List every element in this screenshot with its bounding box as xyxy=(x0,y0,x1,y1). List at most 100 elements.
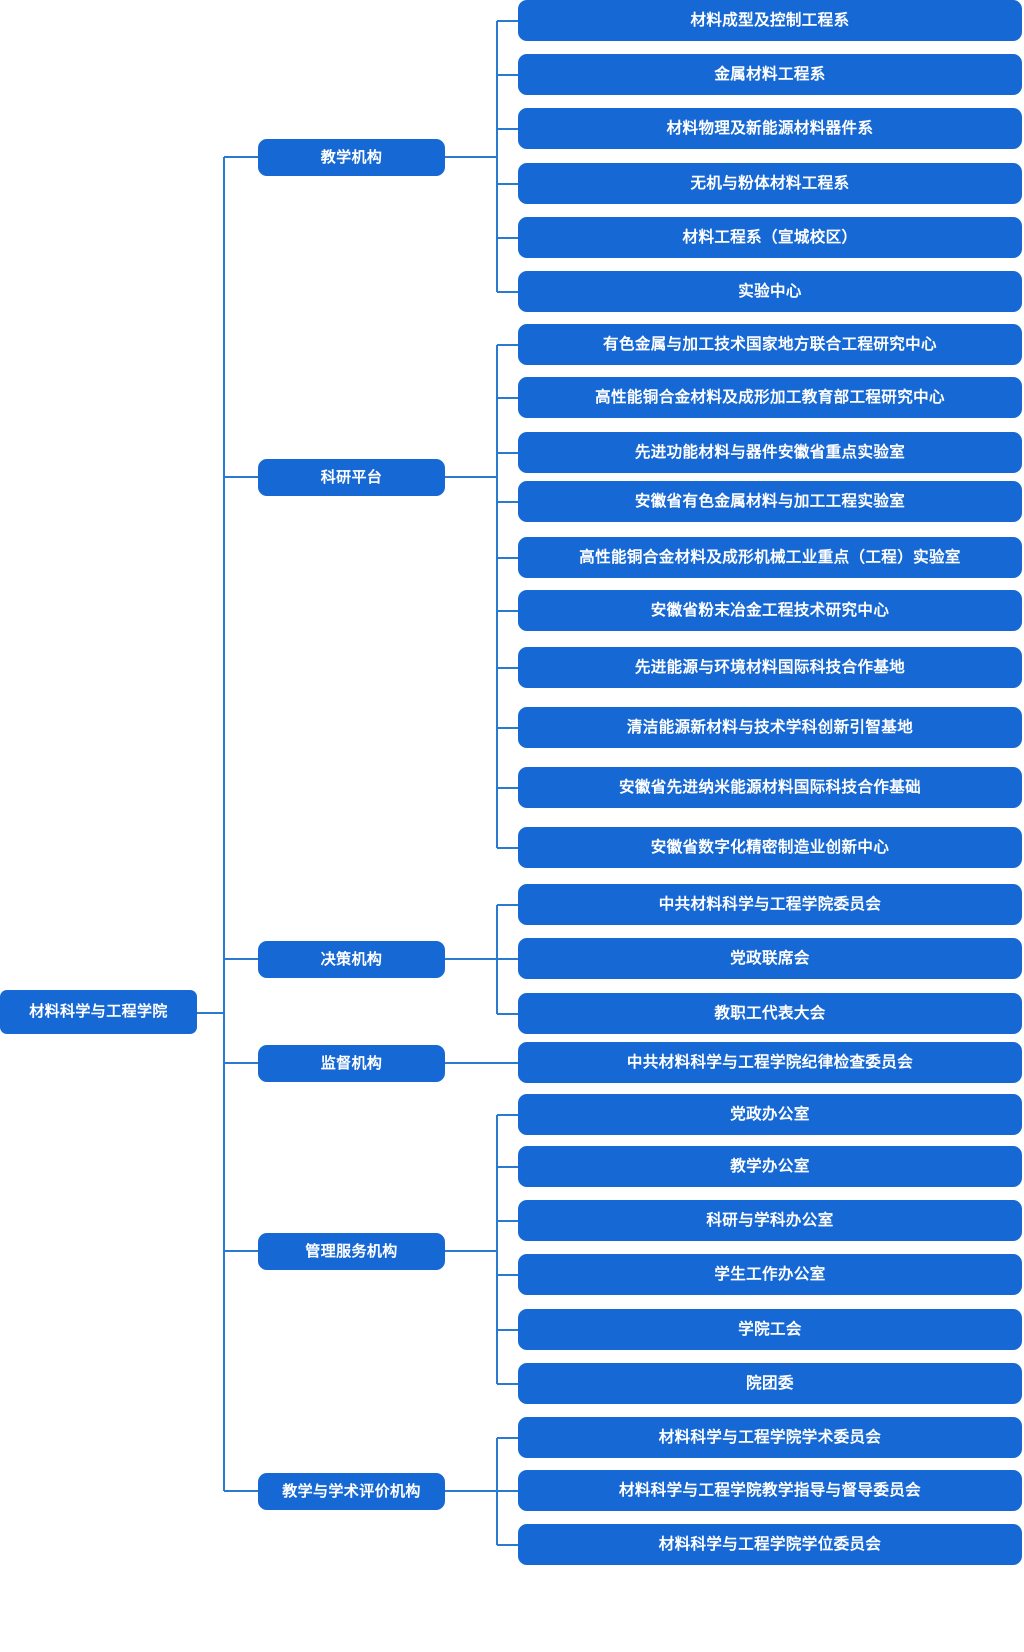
leaf-node-2-2[interactable]: 高性能铜合金材料及成形加工教育部工程研究中心 xyxy=(518,377,1022,418)
connector-branch-to-leaf xyxy=(497,1329,518,1331)
leaf-node-1-4[interactable]: 无机与粉体材料工程系 xyxy=(518,163,1022,204)
connector-branch-to-leaf xyxy=(497,344,518,346)
connector-branch-to-leaf xyxy=(497,667,518,669)
leaf-node-label: 中共材料科学与工程学院委员会 xyxy=(658,894,882,913)
group-node-6[interactable]: 教学与学术评价机构 xyxy=(258,1473,445,1510)
leaf-node-label: 材料科学与工程学院教学指导与督导委员会 xyxy=(618,1480,922,1499)
group-node-label: 科研平台 xyxy=(320,467,383,486)
leaf-node-label: 高性能铜合金材料及成形加工教育部工程研究中心 xyxy=(595,387,945,406)
connector-branch-to-leaf xyxy=(497,958,518,960)
leaf-node-2-1[interactable]: 有色金属与加工技术国家地方联合工程研究中心 xyxy=(518,324,1022,365)
leaf-node-1-5[interactable]: 材料工程系（宣城校区） xyxy=(518,217,1022,258)
leaf-node-5-5[interactable]: 学院工会 xyxy=(518,1309,1022,1350)
connector-branch-to-leaf xyxy=(497,237,518,239)
leaf-node-label: 有色金属与加工技术国家地方联合工程研究中心 xyxy=(603,334,937,353)
leaf-node-2-4[interactable]: 安徽省有色金属材料与加工工程实验室 xyxy=(518,481,1022,522)
leaf-node-label: 先进功能材料与器件安徽省重点实验室 xyxy=(634,442,906,461)
group-node-3[interactable]: 决策机构 xyxy=(258,941,445,978)
leaf-node-2-5[interactable]: 高性能铜合金材料及成形机械工业重点（工程）实验室 xyxy=(518,537,1022,578)
connector-trunk-to-group xyxy=(224,958,258,960)
leaf-node-label: 先进能源与环境材料国际科技合作基地 xyxy=(634,657,906,676)
leaf-node-5-1[interactable]: 党政办公室 xyxy=(518,1094,1022,1135)
leaf-node-label: 党政联席会 xyxy=(730,948,810,967)
connector-group-to-leaf xyxy=(445,1062,518,1064)
connector-group-to-branch xyxy=(445,958,497,960)
connector-branch-to-leaf xyxy=(497,1544,518,1546)
leaf-node-label: 高性能铜合金材料及成形机械工业重点（工程）实验室 xyxy=(579,547,961,566)
connector-branch-to-leaf xyxy=(497,1437,518,1439)
connector-branch-to-leaf xyxy=(497,1490,518,1492)
leaf-node-3-1[interactable]: 中共材料科学与工程学院委员会 xyxy=(518,884,1022,925)
leaf-node-label: 教学办公室 xyxy=(730,1156,810,1175)
connector-group-to-branch xyxy=(445,1250,497,1252)
leaf-node-6-3[interactable]: 材料科学与工程学院学位委员会 xyxy=(518,1524,1022,1565)
group-node-label: 教学机构 xyxy=(320,147,383,166)
leaf-node-5-2[interactable]: 教学办公室 xyxy=(518,1146,1022,1187)
root-node-material-science-college[interactable]: 材料科学与工程学院 xyxy=(0,990,197,1034)
leaf-node-label: 无机与粉体材料工程系 xyxy=(690,173,850,192)
leaf-node-label: 学院工会 xyxy=(738,1319,802,1338)
leaf-node-label: 教职工代表大会 xyxy=(714,1003,826,1022)
connector-branch-to-leaf xyxy=(497,1013,518,1015)
connector-branch-to-leaf xyxy=(497,128,518,130)
connector-branch-to-leaf xyxy=(497,847,518,849)
connector-branch-to-leaf xyxy=(497,20,518,22)
leaf-node-5-4[interactable]: 学生工作办公室 xyxy=(518,1254,1022,1295)
leaf-node-3-2[interactable]: 党政联席会 xyxy=(518,938,1022,979)
leaf-node-label: 材料科学与工程学院学位委员会 xyxy=(658,1534,882,1553)
leaf-node-label: 安徽省粉末冶金工程技术研究中心 xyxy=(650,600,890,619)
group-node-label: 决策机构 xyxy=(320,949,383,968)
leaf-node-2-8[interactable]: 清洁能源新材料与技术学科创新引智基地 xyxy=(518,707,1022,748)
leaf-node-label: 清洁能源新材料与技术学科创新引智基地 xyxy=(626,717,914,736)
group-node-label: 管理服务机构 xyxy=(305,1241,398,1260)
connector-branch-to-leaf xyxy=(497,557,518,559)
connector-group-to-branch xyxy=(445,156,497,158)
group-node-1[interactable]: 教学机构 xyxy=(258,139,445,176)
leaf-node-2-10[interactable]: 安徽省数字化精密制造业创新中心 xyxy=(518,827,1022,868)
leaf-node-label: 学生工作办公室 xyxy=(714,1264,826,1283)
leaf-node-2-7[interactable]: 先进能源与环境材料国际科技合作基地 xyxy=(518,647,1022,688)
connector-branch-to-leaf xyxy=(497,291,518,293)
connector-branch-to-leaf xyxy=(497,501,518,503)
leaf-node-label: 安徽省数字化精密制造业创新中心 xyxy=(650,837,890,856)
connector-branch-to-leaf xyxy=(497,610,518,612)
connector-branch-to-leaf xyxy=(497,1220,518,1222)
leaf-node-1-3[interactable]: 材料物理及新能源材料器件系 xyxy=(518,108,1022,149)
connector-group-to-branch xyxy=(445,1490,497,1492)
leaf-node-label: 中共材料科学与工程学院纪律检查委员会 xyxy=(626,1052,914,1071)
leaf-node-label: 材料成型及控制工程系 xyxy=(690,10,850,29)
connector-branch-to-leaf xyxy=(497,1166,518,1168)
connector-trunk-to-group xyxy=(224,1062,258,1064)
leaf-node-1-2[interactable]: 金属材料工程系 xyxy=(518,54,1022,95)
leaf-node-3-3[interactable]: 教职工代表大会 xyxy=(518,993,1022,1034)
connector-trunk-to-group xyxy=(224,476,258,478)
leaf-node-label: 材料物理及新能源材料器件系 xyxy=(666,118,874,137)
connector-group-to-branch xyxy=(445,476,497,478)
leaf-node-1-6[interactable]: 实验中心 xyxy=(518,271,1022,312)
group-node-4[interactable]: 监督机构 xyxy=(258,1045,445,1082)
connector-trunk-to-group xyxy=(224,1490,258,1492)
connector-branch-to-leaf xyxy=(497,904,518,906)
leaf-node-label: 金属材料工程系 xyxy=(714,64,826,83)
leaf-node-label: 材料工程系（宣城校区） xyxy=(682,227,858,246)
group-node-5[interactable]: 管理服务机构 xyxy=(258,1233,445,1270)
connector-branch-to-leaf xyxy=(497,1274,518,1276)
connector-branch-spine xyxy=(496,21,498,292)
connector-branch-to-leaf xyxy=(497,397,518,399)
leaf-node-label: 党政办公室 xyxy=(730,1104,810,1123)
leaf-node-4-1[interactable]: 中共材料科学与工程学院纪律检查委员会 xyxy=(518,1042,1022,1083)
leaf-node-5-3[interactable]: 科研与学科办公室 xyxy=(518,1200,1022,1241)
leaf-node-2-3[interactable]: 先进功能材料与器件安徽省重点实验室 xyxy=(518,432,1022,473)
leaf-node-2-9[interactable]: 安徽省先进纳米能源材料国际科技合作基础 xyxy=(518,767,1022,808)
leaf-node-6-1[interactable]: 材料科学与工程学院学术委员会 xyxy=(518,1417,1022,1458)
connector-root-to-trunk xyxy=(197,1012,224,1014)
connector-trunk-to-group xyxy=(224,1250,258,1252)
connector-branch-to-leaf xyxy=(497,1114,518,1116)
connector-trunk-to-group xyxy=(224,156,258,158)
leaf-node-5-6[interactable]: 院团委 xyxy=(518,1363,1022,1404)
leaf-node-2-6[interactable]: 安徽省粉末冶金工程技术研究中心 xyxy=(518,590,1022,631)
group-node-2[interactable]: 科研平台 xyxy=(258,459,445,496)
leaf-node-6-2[interactable]: 材料科学与工程学院教学指导与督导委员会 xyxy=(518,1470,1022,1511)
leaf-node-1-1[interactable]: 材料成型及控制工程系 xyxy=(518,0,1022,41)
